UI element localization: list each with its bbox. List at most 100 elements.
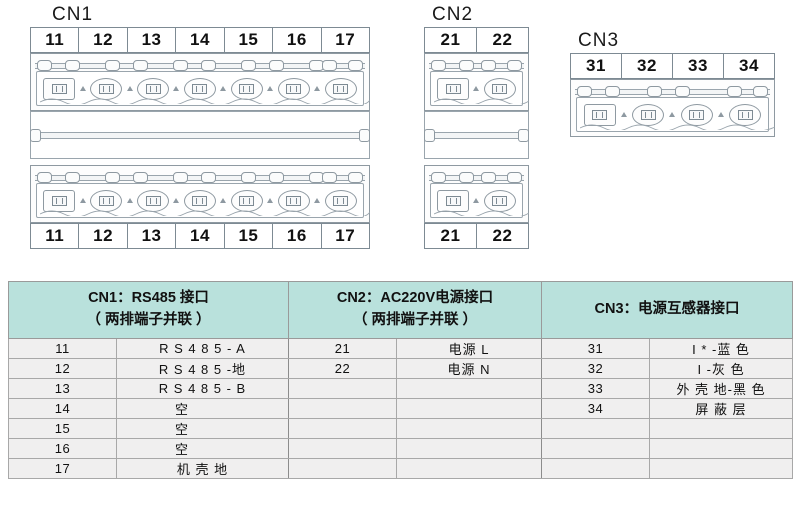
terminal-screw bbox=[137, 77, 170, 100]
cn2-pin-cell: 22 bbox=[288, 357, 397, 379]
cn2-pin-cell: 21 bbox=[288, 337, 397, 359]
table-header-row: CN1：RS485 接口 （ 两排端子并联 ） CN2：AC220V电源接口 （… bbox=[8, 281, 794, 339]
pin-label: 21 bbox=[425, 224, 477, 248]
cn3-terminal-body bbox=[570, 79, 775, 137]
pin-label: 33 bbox=[673, 54, 724, 78]
cn2-inner-frame-bottom bbox=[430, 183, 529, 218]
table-row: 12 R S 4 8 5 -地 22 电源 N 32 I -灰 色 bbox=[8, 357, 794, 379]
screw-rail-top bbox=[429, 60, 524, 71]
cn1-value-cell: 空 bbox=[116, 417, 289, 439]
pin-assignment-table: CN1：RS485 接口 （ 两排端子并联 ） CN2：AC220V电源接口 （… bbox=[8, 281, 794, 479]
pin-label: 21 bbox=[425, 28, 477, 52]
cn2-pin-row-top: 21 22 bbox=[424, 27, 529, 53]
cn2-value-cell bbox=[396, 377, 542, 399]
polarity-triangle-icon bbox=[620, 112, 627, 117]
cn2-pin-cell bbox=[288, 377, 397, 399]
terminal-screw bbox=[483, 77, 516, 100]
header-line2: （ 两排端子并联 ） bbox=[352, 311, 478, 328]
table-header-cn2: CN2：AC220V电源接口 （ 两排端子并联 ） bbox=[287, 281, 543, 339]
pin-label: 22 bbox=[492, 226, 513, 245]
terminal-screw bbox=[483, 189, 516, 212]
cn2-terminals-bottom bbox=[431, 189, 522, 212]
header-line1: CN2：AC220V电源接口 bbox=[336, 290, 494, 306]
pin-label: 16 bbox=[273, 28, 322, 52]
terminal-screw bbox=[90, 189, 123, 212]
terminal-screw bbox=[437, 189, 470, 212]
pin-label: 16 bbox=[273, 224, 322, 248]
connector-label-cn1: CN1 bbox=[52, 4, 94, 25]
cn3-pin-cell bbox=[541, 417, 651, 439]
terminal-screw bbox=[90, 77, 123, 100]
screw-rail-bottom bbox=[429, 172, 524, 183]
pin-label: 14 bbox=[176, 28, 225, 52]
cn3-value-cell: I * -蓝 色 bbox=[649, 337, 794, 359]
pin-label: 17 bbox=[335, 226, 356, 245]
cn3-pin-cell bbox=[541, 437, 651, 459]
cn2-pin-cell bbox=[288, 397, 397, 419]
polarity-triangle-icon bbox=[173, 86, 180, 91]
terminal-screw bbox=[729, 103, 762, 126]
cn1-terminals-top bbox=[37, 77, 363, 100]
connector-cn2: 21 22 bbox=[424, 27, 529, 260]
table-row: 17 机 壳 地 bbox=[8, 457, 794, 479]
terminal-screw bbox=[324, 189, 357, 212]
cn2-value-cell bbox=[396, 437, 542, 459]
cn2-value-cell bbox=[396, 417, 542, 439]
cn3-value-cell bbox=[649, 417, 794, 439]
cn1-value-cell: 空 bbox=[116, 437, 289, 459]
cn1-pin-cell: 13 bbox=[8, 377, 117, 399]
wave-decoration bbox=[40, 98, 370, 104]
polarity-triangle-icon bbox=[173, 198, 180, 203]
cn1-pin-row-top: 11 12 13 14 15 16 17 bbox=[30, 27, 370, 53]
terminal-screw bbox=[632, 103, 665, 126]
terminal-screw bbox=[680, 103, 713, 126]
connector-label-cn3: CN3 bbox=[578, 30, 620, 51]
terminal-screw bbox=[137, 189, 170, 212]
header-line2: （ 两排端子并联 ） bbox=[86, 311, 211, 328]
cn2-pin-row-bottom: 21 22 bbox=[424, 223, 529, 249]
cn2-value-cell: 电源 N bbox=[396, 357, 542, 379]
table-row: 14 空 34 屏 蔽 层 bbox=[8, 397, 794, 419]
polarity-triangle-icon bbox=[473, 86, 480, 91]
polarity-triangle-icon bbox=[79, 198, 86, 203]
cn3-pin-cell bbox=[541, 457, 651, 479]
pin-label: 12 bbox=[79, 28, 128, 52]
pin-label: 32 bbox=[622, 54, 673, 78]
cn1-pin-cell: 11 bbox=[8, 337, 117, 359]
polarity-triangle-icon bbox=[267, 198, 274, 203]
cn2-inner-frame-top bbox=[430, 71, 529, 106]
terminal-screw bbox=[277, 77, 310, 100]
cn1-value-cell: R S 4 8 5 - A bbox=[116, 337, 289, 359]
cn2-pin-cell bbox=[288, 417, 397, 439]
cn1-value-cell: R S 4 8 5 -地 bbox=[116, 357, 289, 379]
cn3-pin-cell: 33 bbox=[541, 377, 651, 399]
connector-cn1: 11 12 13 14 15 16 17 bbox=[30, 27, 370, 260]
cn1-rail-end-left bbox=[30, 129, 41, 142]
table-row: 15 空 bbox=[8, 417, 794, 439]
cn3-terminals bbox=[577, 103, 768, 126]
cn3-value-cell: 外 壳 地-黑 色 bbox=[649, 377, 794, 399]
screw-rail-bottom bbox=[35, 172, 365, 183]
cn3-value-cell bbox=[649, 457, 794, 479]
pin-label: 13 bbox=[128, 224, 177, 248]
cn3-pin-cell: 32 bbox=[541, 357, 651, 379]
cn1-pin-cell: 17 bbox=[8, 457, 117, 479]
table-row: 11 R S 4 8 5 - A 21 电源 L 31 I * -蓝 色 bbox=[8, 337, 794, 359]
cn2-rail-end-right bbox=[518, 129, 529, 142]
wave-decoration bbox=[434, 210, 529, 216]
cn1-pin-cell: 12 bbox=[8, 357, 117, 379]
polarity-triangle-icon bbox=[220, 86, 227, 91]
cn2-terminal-body-top bbox=[424, 53, 529, 111]
cn3-value-cell: I -灰 色 bbox=[649, 357, 794, 379]
cn3-value-cell bbox=[649, 437, 794, 459]
cn2-terminals-top bbox=[431, 77, 522, 100]
polarity-triangle-icon bbox=[473, 198, 480, 203]
wave-decoration bbox=[434, 98, 529, 104]
cn3-pin-cell: 31 bbox=[541, 337, 651, 359]
pin-label: 12 bbox=[79, 224, 128, 248]
cn1-pin-row-bottom: 11 12 13 14 15 16 17 bbox=[30, 223, 370, 249]
cn1-inner-frame-top bbox=[36, 71, 370, 106]
terminal-screw bbox=[43, 189, 76, 212]
polarity-triangle-icon bbox=[314, 198, 321, 203]
table-header-cn1: CN1：RS485 接口 （ 两排端子并联 ） bbox=[8, 281, 289, 339]
